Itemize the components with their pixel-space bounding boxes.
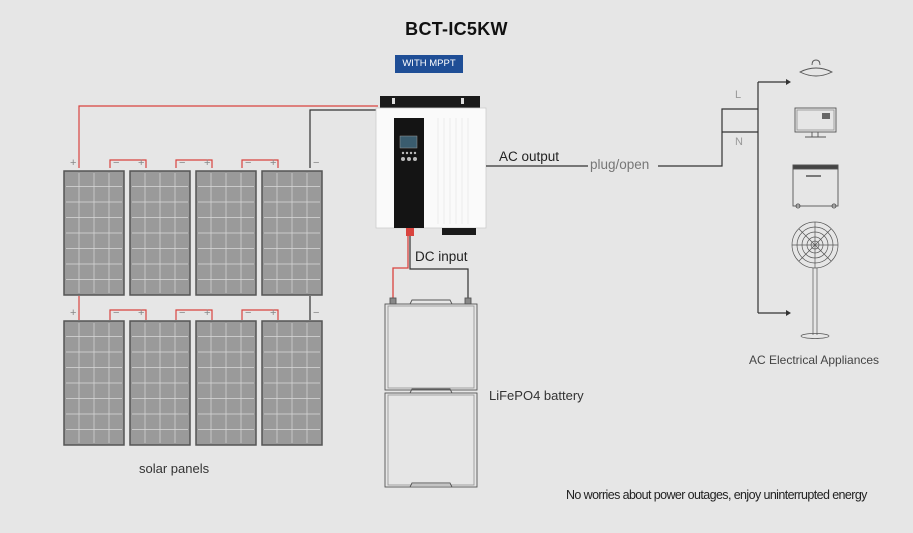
dc-positive-wire xyxy=(392,236,409,302)
negative-terminal-sign: − xyxy=(313,307,319,319)
standing-fan-icon xyxy=(791,221,839,339)
tagline: No worries about power outages, enjoy un… xyxy=(566,488,867,502)
solar-panel xyxy=(261,320,323,446)
positive-terminal-sign: + xyxy=(270,307,276,319)
negative-terminal-sign: − xyxy=(313,157,319,169)
ceiling-lamp-icon xyxy=(798,59,834,77)
top-row-jumpers xyxy=(109,159,279,168)
solar-panel xyxy=(63,320,125,446)
solar-panel xyxy=(129,320,191,446)
solar-panel xyxy=(195,170,257,296)
monitor-icon xyxy=(794,107,837,138)
line-l-label: L xyxy=(735,89,742,101)
mppt-badge: WITH MPPT xyxy=(395,55,463,73)
positive-terminal-sign: + xyxy=(70,307,76,319)
product-title: BCT-IC5KW xyxy=(405,19,508,39)
negative-terminal-sign: − xyxy=(113,307,119,319)
negative-terminal-sign: − xyxy=(113,157,119,169)
positive-terminal-sign: + xyxy=(204,307,210,319)
dc-input-label: DC input xyxy=(415,249,468,264)
positive-terminal-sign: + xyxy=(70,157,76,169)
appliances-label: AC Electrical Appliances xyxy=(749,353,880,367)
solar-panel-array xyxy=(63,170,323,446)
negative-terminal-sign: − xyxy=(179,157,185,169)
lifepo4-battery xyxy=(384,297,478,488)
pv-positive-wire xyxy=(78,105,378,168)
solar-panel xyxy=(195,320,257,446)
positive-terminal-sign: + xyxy=(204,157,210,169)
negative-terminal-sign: − xyxy=(245,157,251,169)
positive-terminal-sign: + xyxy=(138,307,144,319)
line-n-label: N xyxy=(735,136,743,148)
solar-panel xyxy=(261,170,323,296)
pv-negative-wire xyxy=(309,109,378,168)
negative-terminal-sign: − xyxy=(245,307,251,319)
positive-terminal-sign: + xyxy=(138,157,144,169)
solar-panels-label: solar panels xyxy=(139,461,210,476)
positive-terminal-sign: + xyxy=(270,157,276,169)
bottom-row-jumpers xyxy=(78,296,311,320)
dc-negative-wire xyxy=(409,236,469,302)
inverter xyxy=(375,96,487,236)
plug-open-label: plug/open xyxy=(590,157,650,172)
negative-terminal-sign: − xyxy=(179,307,185,319)
solar-panel xyxy=(63,170,125,296)
ac-output-label: AC output xyxy=(499,149,560,164)
solar-panel xyxy=(129,170,191,296)
refrigerator-icon xyxy=(792,164,839,209)
battery-label: LiFePO4 battery xyxy=(489,388,584,403)
ac-output-wire-2 xyxy=(658,108,758,167)
